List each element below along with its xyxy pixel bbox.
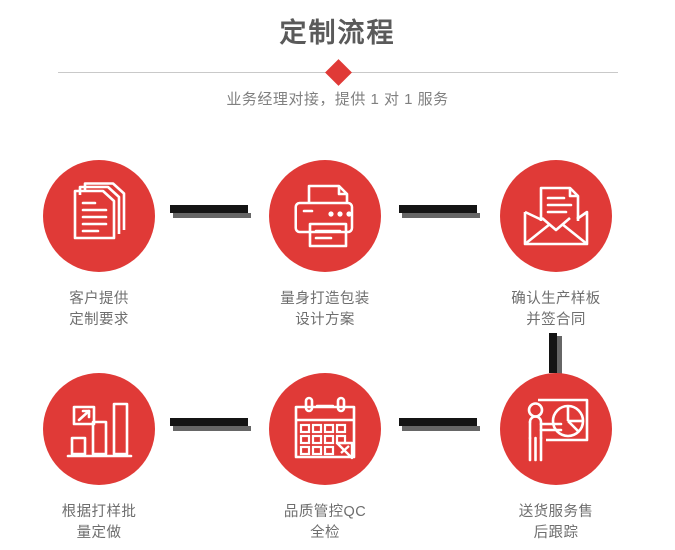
connector-arrow-step5-step6 xyxy=(399,418,480,431)
step-6-label: 送货服务售 后跟踪 xyxy=(518,504,594,541)
connector-shadow xyxy=(402,213,480,218)
page-subtitle: 业务经理对接，提供 1 对 1 服务 xyxy=(226,91,449,108)
connector-arrow-step3-step6 xyxy=(549,333,562,376)
connector-bar xyxy=(170,205,248,213)
documents-stack-icon xyxy=(73,182,126,240)
envelope-document-icon xyxy=(523,186,589,246)
bar-chart-growth-icon xyxy=(66,402,133,458)
step-6-circle[interactable] xyxy=(500,373,612,485)
connector-bar xyxy=(399,418,477,426)
step-4-label: 根据打样批 量定做 xyxy=(61,504,137,541)
step-1-circle[interactable] xyxy=(43,160,155,272)
connector-shadow xyxy=(173,426,251,431)
connector-arrow-step2-step3 xyxy=(399,205,480,218)
page-title: 定制流程 xyxy=(279,18,396,48)
connector-bar xyxy=(399,205,477,213)
connector-bar xyxy=(170,418,248,426)
step-2-circle[interactable] xyxy=(269,160,381,272)
step-3-label: 确认生产样板 并签合同 xyxy=(511,291,601,328)
connector-arrow-step1-step2 xyxy=(170,205,251,218)
flow-step-6[interactable]: 送货服务售 后跟踪 xyxy=(481,373,631,544)
flow-step-3[interactable]: 确认生产样板 并签合同 xyxy=(481,160,631,331)
connector-arrow-step4-step5 xyxy=(170,418,251,431)
flow-step-4[interactable]: 根据打样批 量定做 xyxy=(24,373,174,544)
calendar-check-icon xyxy=(294,396,356,460)
presenter-piechart-icon xyxy=(527,398,589,462)
header-section: 定制流程 业务经理对接，提供 1 对 1 服务 xyxy=(0,0,675,130)
flow-step-5[interactable]: 品质管控QC 全检 xyxy=(250,373,400,544)
flow-step-2[interactable]: 量身打造包装 设计方案 xyxy=(250,160,400,331)
connector-shadow xyxy=(402,426,480,431)
step-5-label: 品质管控QC 全检 xyxy=(283,504,367,541)
red-diamond-icon xyxy=(325,59,352,86)
title-divider xyxy=(58,59,618,86)
connector-shadow xyxy=(557,336,562,376)
flow-step-1[interactable]: 客户提供 定制要求 xyxy=(24,160,174,331)
step-4-circle[interactable] xyxy=(43,373,155,485)
step-3-circle[interactable] xyxy=(500,160,612,272)
connector-shadow xyxy=(173,213,251,218)
step-1-label: 客户提供 定制要求 xyxy=(69,291,129,328)
printer-icon xyxy=(294,184,354,248)
step-2-label: 量身打造包装 设计方案 xyxy=(280,291,370,328)
step-5-circle[interactable] xyxy=(269,373,381,485)
connector-bar xyxy=(549,333,557,373)
